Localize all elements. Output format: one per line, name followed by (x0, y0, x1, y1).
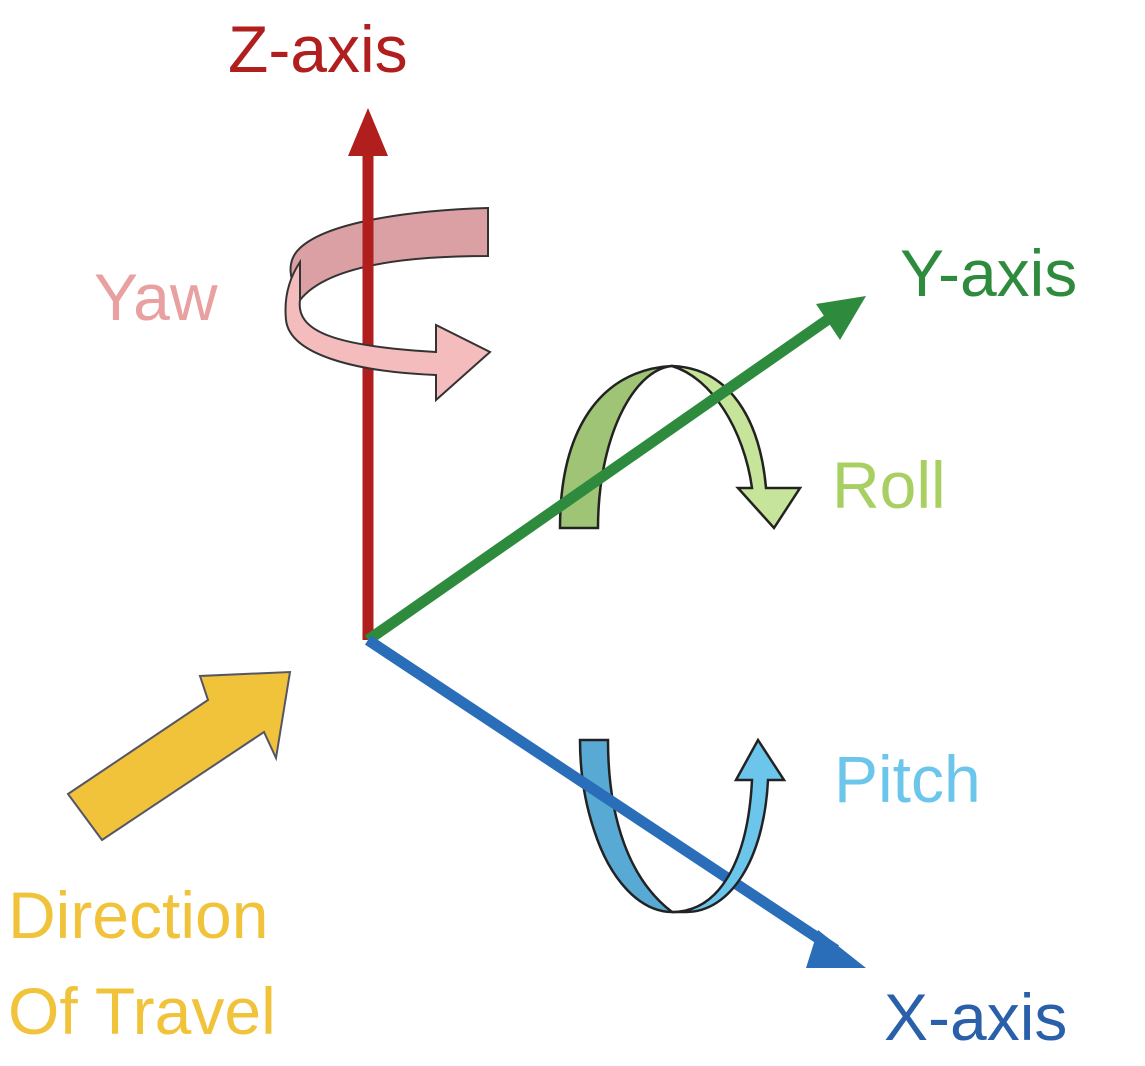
yaw-label: Yaw (94, 260, 218, 334)
z-axis (348, 108, 388, 640)
pitch-label: Pitch (834, 742, 981, 816)
y-axis (364, 296, 866, 645)
z-axis-label: Z-axis (228, 12, 408, 86)
roll-arrow (558, 364, 803, 531)
yaw-arrow-back (289, 206, 489, 302)
y-axis-label: Y-axis (900, 236, 1077, 310)
pitch-arrow-back (578, 738, 676, 914)
pitch-arrow-front (671, 737, 787, 914)
yaw-arrow-front (284, 258, 492, 403)
travel-label-line1: Direction (8, 878, 268, 952)
x-axis-label: X-axis (884, 980, 1067, 1054)
travel-label-line2: Of Travel (8, 974, 276, 1048)
travel-arrow (66, 670, 292, 842)
roll-label: Roll (832, 448, 946, 522)
x-axis (364, 635, 866, 968)
